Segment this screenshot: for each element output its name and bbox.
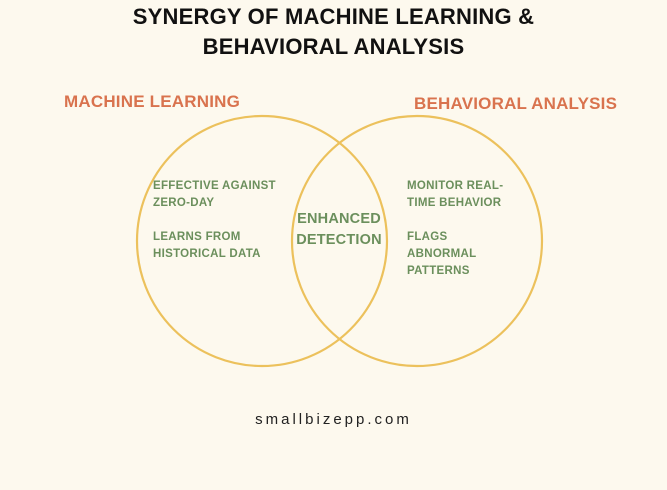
behavioral-analysis-label: BEHAVIORAL ANALYSIS (414, 94, 618, 113)
behavioral-analysis-circle (290, 114, 544, 368)
intersection-label: ENHANCED DETECTION (296, 211, 382, 248)
title-line-1: SYNERGY OF MACHINE LEARNING & (132, 4, 535, 29)
ml-item-historical-data: LEARNS FROM HISTORICAL DATA (153, 231, 261, 260)
ba-item-real-time: MONITOR REAL- TIME BEHAVIOR (407, 180, 504, 209)
ml-item-zero-day: EFFECTIVE AGAINST ZERO-DAY (153, 180, 276, 209)
machine-learning-circle (135, 114, 389, 368)
machine-learning-label: MACHINE LEARNING (64, 92, 241, 111)
title-line-2: BEHAVIORAL ANALYSIS (202, 34, 465, 59)
footer-url: smallbizepp.com (255, 411, 412, 428)
page-title: SYNERGY OF MACHINE LEARNING & BEHAVIORAL… (0, 2, 667, 62)
ba-item-abnormal-patterns: FLAGS ABNORMAL PATTERNS (407, 231, 477, 277)
